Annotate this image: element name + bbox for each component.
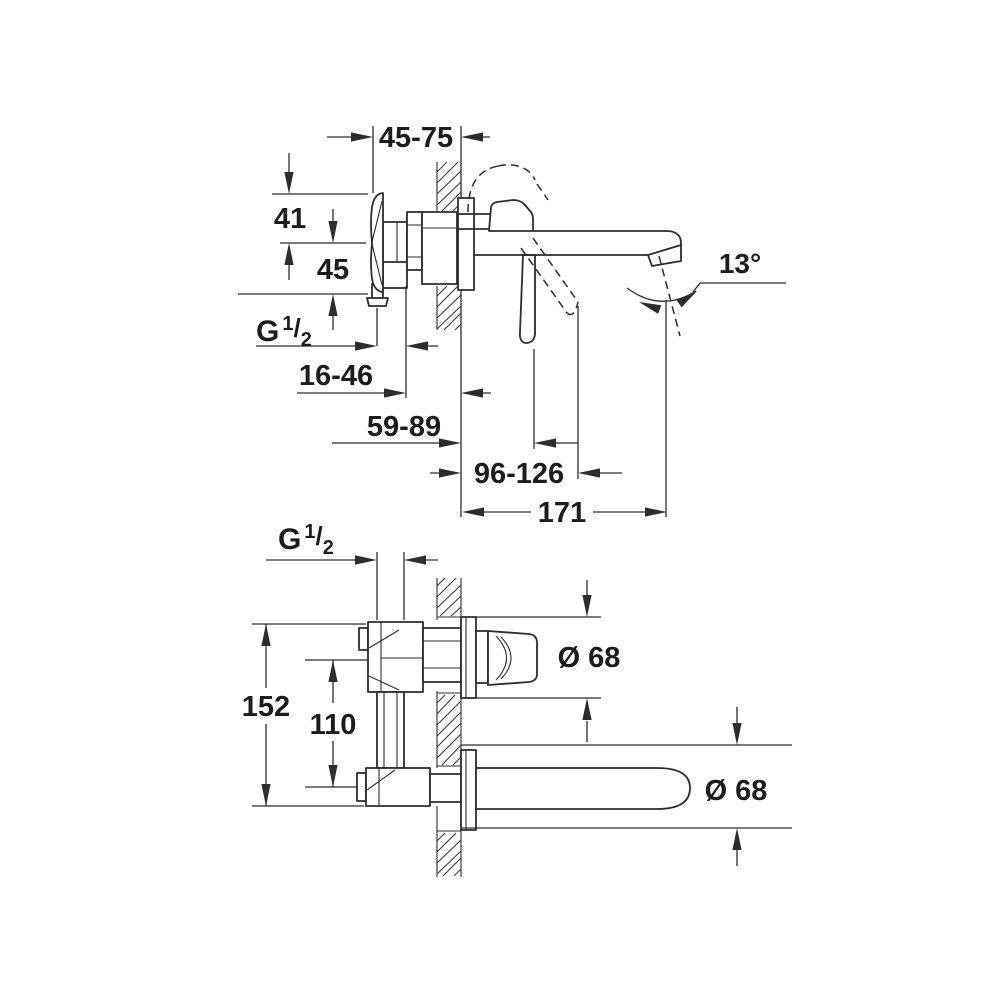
mixer-body-side <box>366 192 491 307</box>
cartridge-stem <box>382 221 408 263</box>
spout-front <box>460 749 691 831</box>
dim-lever-reach: 59-89 <box>332 411 578 448</box>
escutcheon-side <box>370 192 384 293</box>
side-view: 13° 45-75 41 <box>238 122 786 529</box>
dim-projection: 171 <box>462 497 667 529</box>
lever-handle-raised-phantom <box>467 164 579 316</box>
knob-neck <box>475 630 489 684</box>
dim-centers-label: 110 <box>310 709 357 741</box>
dim-height: 152 <box>242 624 290 806</box>
wall-section-side <box>436 126 462 517</box>
spout-neck-through-wall <box>429 773 462 803</box>
spout-tube <box>475 767 691 810</box>
top-inlet-stub <box>358 627 369 651</box>
arc-arrow-right <box>676 287 700 308</box>
spout-channel <box>457 213 491 230</box>
angle-leader <box>692 282 786 293</box>
handle-rosette <box>460 616 477 699</box>
dim-projection-label: 171 <box>538 497 586 529</box>
dim-outlet-reach-label: 96-126 <box>474 458 564 490</box>
knob-head <box>487 630 538 686</box>
wall-plate <box>457 197 475 291</box>
spout-side <box>473 230 682 267</box>
dim-41-label: 41 <box>274 203 306 235</box>
dim-41: 41 <box>274 153 306 280</box>
mounting-nut <box>406 211 423 271</box>
connector-bar <box>376 691 405 769</box>
dim-lever-reach-label: 59-89 <box>367 411 441 443</box>
dim-outlet-reach: 96-126 <box>430 458 622 490</box>
tilted-axis <box>658 255 681 337</box>
arc-arrow-left <box>637 297 662 314</box>
handle-front <box>460 616 538 699</box>
valve-body-bottom <box>365 767 431 807</box>
dim-45-label: 45 <box>317 254 349 286</box>
lever-base <box>488 199 534 232</box>
dim-dia-spout: Ø 68 <box>461 707 792 866</box>
spout-angle-callout: 13° <box>626 248 786 337</box>
dim-angle-label: 13° <box>719 248 761 279</box>
dim-dia-spout-label: Ø 68 <box>705 775 768 807</box>
ext-152-levels <box>252 623 366 807</box>
dim-depth-label: 45-75 <box>379 122 453 154</box>
bottom-inlet-stub <box>356 772 367 802</box>
supply-pipe-flare <box>366 297 389 307</box>
body-lower-block <box>382 259 408 289</box>
mixer-body-front <box>356 621 462 807</box>
dim-height-label: 152 <box>242 691 290 723</box>
dim-dia-handle-label: Ø 68 <box>558 642 621 674</box>
dim-inset-label: 16-46 <box>299 360 373 392</box>
spout-rosette <box>460 749 477 831</box>
handle-lever-side <box>467 164 579 344</box>
dim-inset: 16-46 <box>297 360 491 398</box>
wall-section-front <box>436 577 462 877</box>
ext-thread <box>376 286 407 398</box>
wall-hatch-upper <box>436 161 462 213</box>
aerator <box>647 244 682 267</box>
wall-caps <box>437 616 461 832</box>
dim-depth: 45-75 <box>327 122 490 154</box>
wall-hatch-front <box>436 577 462 877</box>
valve-neck-through-wall <box>422 627 462 683</box>
spout-top-edge <box>532 230 682 246</box>
ext-left-levels <box>238 193 368 295</box>
dim-45: 45 <box>317 209 349 330</box>
in-wall-body <box>421 211 458 285</box>
lever-handle-down <box>518 254 536 344</box>
dim-dia-handle: Ø 68 <box>476 580 620 742</box>
dim-centers: 110 <box>310 660 357 787</box>
wall-hatch-lower <box>436 285 462 331</box>
